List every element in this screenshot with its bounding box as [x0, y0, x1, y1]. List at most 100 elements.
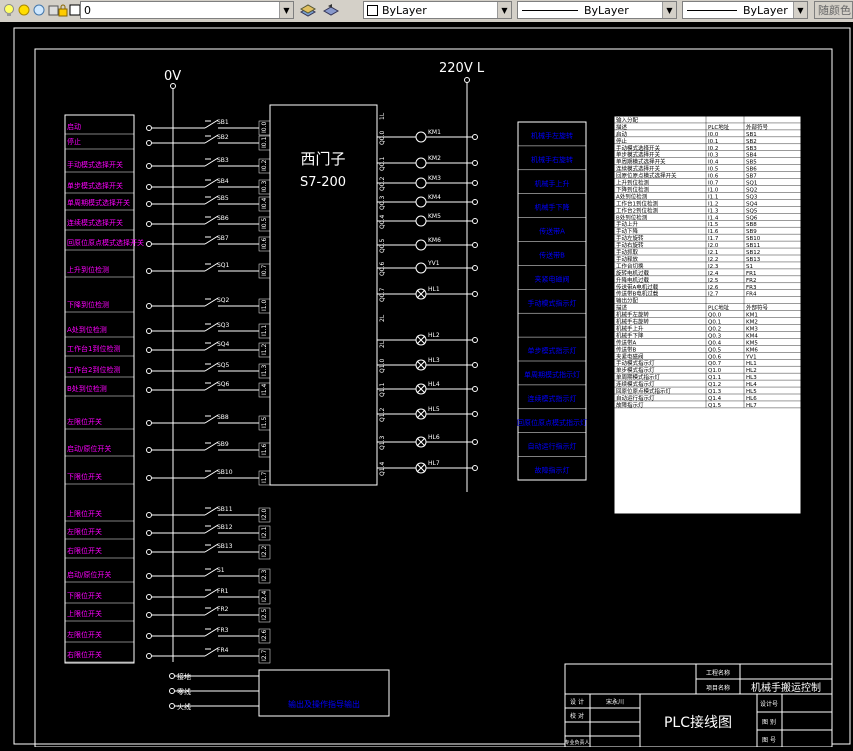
- io-table-section-title: 输入分配: [616, 116, 639, 124]
- io-table-input-cell: I0.6: [708, 174, 719, 180]
- input-port-box: [258, 323, 271, 339]
- io-table-input-cell: 传送带A电机过载: [616, 283, 659, 291]
- io-table-output-cell: Q1.3: [708, 389, 722, 395]
- chevron-down-icon[interactable]: ▼: [662, 2, 676, 18]
- input-switch-blade: [204, 588, 219, 598]
- io-table-input-cell: I1.2: [708, 201, 718, 207]
- lamp-cross: [416, 384, 426, 394]
- input-port-box: [258, 525, 271, 541]
- plotstyle-dropdown[interactable]: 随颜色: [814, 1, 853, 19]
- input-terminal: [146, 184, 152, 190]
- input-port-box: [258, 589, 271, 605]
- io-table-input-cell: SB9: [746, 229, 757, 235]
- input-terminal: [146, 303, 152, 309]
- output-label: 手动模式指示灯: [528, 298, 577, 307]
- input-switch-blade: [204, 469, 219, 479]
- lamp-cross: [416, 360, 426, 370]
- coil-icon: [415, 215, 427, 227]
- io-table-input-cell: 手动右旋转: [616, 241, 644, 249]
- layer-dropdown[interactable]: 0 ▼: [80, 1, 294, 19]
- plc-footer-box: [258, 669, 390, 717]
- input-label: 左限位开关: [67, 527, 102, 536]
- io-table-output-cell: Q1.2: [708, 382, 721, 388]
- chevron-down-icon[interactable]: ▼: [497, 2, 511, 18]
- lineweight-dropdown[interactable]: ByLayer ▼: [682, 1, 808, 19]
- input-terminal: [146, 549, 152, 555]
- linetype-dropdown[interactable]: ByLayer ▼: [517, 1, 677, 19]
- io-table-input-cell: I1.6: [708, 229, 719, 235]
- chevron-down-icon[interactable]: ▼: [279, 2, 293, 18]
- color-swatch-icon[interactable]: [47, 3, 61, 17]
- lightbulb-icon[interactable]: [2, 3, 16, 17]
- color-value: ByLayer: [382, 3, 427, 17]
- io-table-input-cell: I0.2: [708, 146, 718, 152]
- io-table-output-cell: 机械手下降: [616, 331, 644, 339]
- layer-previous-icon[interactable]: [322, 3, 340, 17]
- io-table-input-cell: SQ5: [746, 208, 758, 214]
- output-port-label: Q1.4: [379, 462, 386, 476]
- io-table-input-cell: SB3: [746, 146, 757, 152]
- io-table-output-cell: Q0.7: [708, 361, 722, 367]
- plc-footer: 输出及操作指导输出: [288, 699, 360, 709]
- input-terminal: [146, 573, 152, 579]
- io-table-input-cell: 连续模式选择开关: [616, 165, 661, 173]
- item-name: 机械手搬运控制: [751, 681, 821, 694]
- io-table-input-cell: 手动释放: [616, 255, 639, 263]
- chevron-down-icon[interactable]: ▼: [793, 2, 807, 18]
- input-port-box: [258, 470, 271, 486]
- input-label: 上升到位检测: [67, 265, 109, 274]
- layer-state-icon[interactable]: [299, 3, 317, 17]
- input-switch-label: S1: [217, 567, 225, 574]
- output-port-label: Q0.7: [379, 288, 386, 302]
- coil-icon: [415, 177, 427, 189]
- io-table-output-cell: Q1.0: [708, 368, 722, 374]
- input-switch-blade: [204, 157, 219, 167]
- io-table-output-cell: Q1.5: [708, 403, 722, 409]
- input-port-box: [258, 507, 271, 523]
- color-dropdown[interactable]: ByLayer ▼: [363, 1, 512, 19]
- io-table-output-cell: HL5: [746, 389, 757, 395]
- output-coil-label: HL2: [428, 332, 440, 339]
- output-coil-label: HL5: [428, 406, 440, 413]
- output-terminal: [472, 218, 478, 224]
- io-table-output-cell: HL1: [746, 361, 757, 367]
- input-port-box: [258, 568, 271, 584]
- io-table-output-cell: 回原位原点模式指示灯: [616, 387, 672, 395]
- input-terminal: [146, 475, 152, 481]
- input-port-label: I0.3: [261, 181, 268, 192]
- input-switch-blade: [204, 543, 219, 553]
- input-switch-blade: [204, 341, 219, 351]
- snowflake-icon[interactable]: [32, 3, 46, 17]
- input-port-box: [258, 179, 271, 195]
- output-terminal: [472, 386, 478, 392]
- io-table-input-cell: 手动左旋转: [616, 234, 644, 242]
- io-table-section-title: 输出分配: [616, 297, 639, 305]
- rail-left-terminal: [170, 83, 176, 89]
- input-switch-label: SB12: [217, 524, 233, 531]
- output-port-label: Q0.6: [379, 262, 386, 276]
- input-terminal: [146, 125, 152, 131]
- io-table-input-cell: A处到位检测: [616, 192, 648, 200]
- io-table-input-cell: 工作台切换: [616, 262, 644, 270]
- output-label: 传送带B: [539, 251, 565, 260]
- input-port-box: [258, 415, 271, 431]
- input-label: 单步模式选择开关: [67, 181, 123, 190]
- input-label: 右限位开关: [67, 546, 102, 555]
- io-table-output-cell: Q0.4: [708, 340, 722, 346]
- sun-icon[interactable]: [17, 3, 31, 17]
- input-switch-blade: [204, 441, 219, 451]
- project-label: 工程名称: [706, 669, 730, 677]
- io-table-input-cell: I0.7: [708, 181, 719, 187]
- io-table-output-cell: Q0.5: [708, 347, 722, 353]
- input-port-label: I0.0: [261, 122, 268, 133]
- lock-icon[interactable]: [56, 3, 70, 17]
- io-table-input-cell: I2.3: [708, 264, 719, 270]
- input-port-label: I1.0: [261, 300, 268, 311]
- input-terminal: [146, 241, 152, 247]
- input-switch-label: SQ2: [217, 297, 230, 304]
- output-port-label: 1L: [379, 112, 386, 120]
- design-label: 设 计: [570, 698, 584, 706]
- io-table-input-cell: 启动: [616, 130, 628, 138]
- output-label: 连续模式指示灯: [528, 394, 577, 403]
